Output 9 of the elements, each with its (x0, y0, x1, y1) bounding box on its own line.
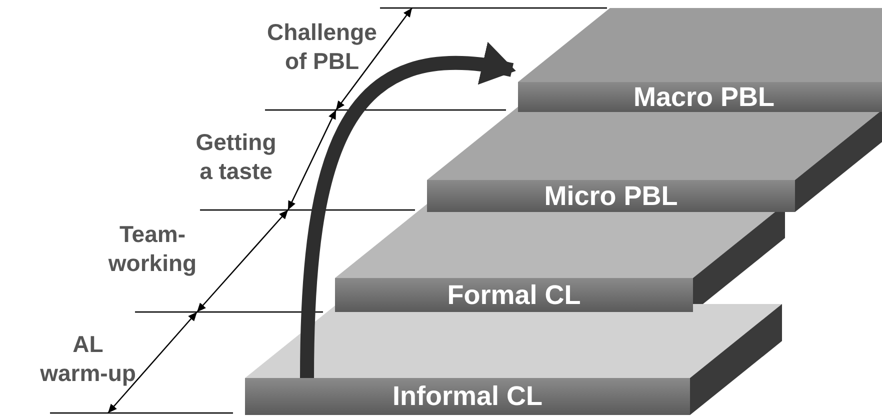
stage-label: AL warm-up (39, 330, 137, 388)
curved-arrow (300, 43, 516, 378)
stage-label: Getting a taste (194, 128, 278, 186)
stage-label: Challenge of PBL (266, 18, 378, 76)
step-block: Informal CL (245, 378, 690, 415)
step-block: Micro PBL (427, 180, 795, 212)
step-block: Formal CL (335, 278, 693, 312)
stage-label: Team-working (107, 220, 198, 278)
step-block: Macro PBL (518, 82, 882, 112)
